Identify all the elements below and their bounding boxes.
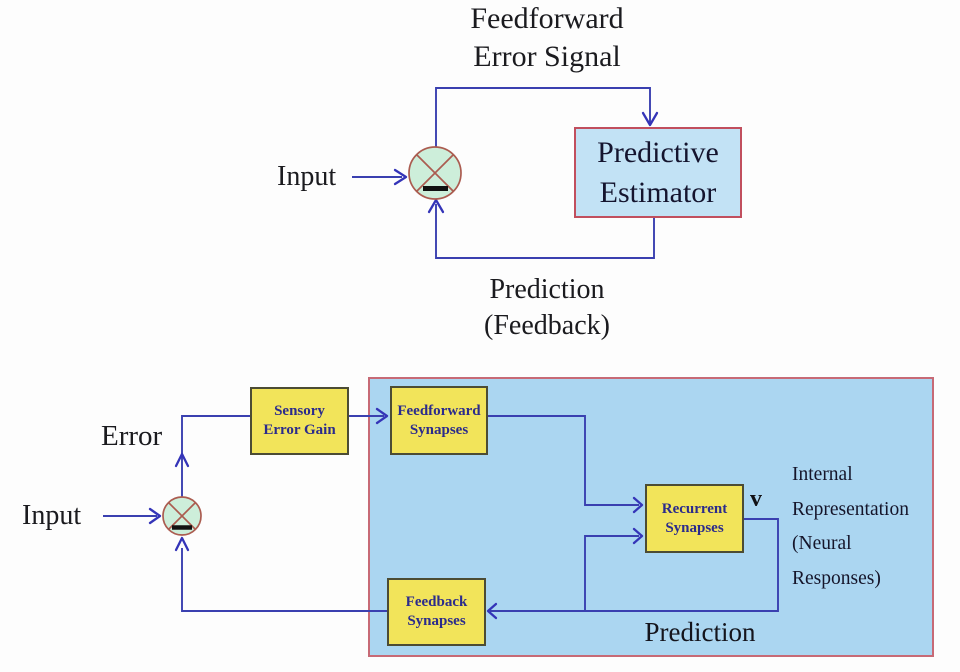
feedback-connector <box>181 548 387 612</box>
prediction-feedback-connector <box>435 204 655 259</box>
input-label-bottom: Input <box>22 500 82 531</box>
error-label: Error <box>101 420 163 452</box>
prediction-connector <box>490 518 779 612</box>
node-x-stroke <box>415 153 455 193</box>
feedforward-synapses-box: Feedforward Synapses <box>390 386 488 455</box>
ff-to-recurrent-connector <box>487 415 639 506</box>
prediction-label: Prediction <box>644 617 756 647</box>
recurrent-synapses-box: Recurrent Synapses <box>645 484 744 553</box>
arrowhead-right-icon <box>632 527 644 545</box>
prediction-feedback-label: Prediction (Feedback) <box>484 274 610 341</box>
feedforward-error-connector <box>435 87 651 147</box>
input-label-top: Input <box>277 161 337 192</box>
feedforward-error-signal-label: Feedforward Error Signal <box>470 2 624 73</box>
arrowhead-down-icon <box>641 111 659 127</box>
internal-representation-label: Internal Representation (Neural Response… <box>792 464 909 589</box>
recurrent-loop-connector <box>584 535 639 611</box>
node-x-stroke <box>167 501 197 531</box>
arrowhead-right-icon <box>375 407 389 425</box>
arrowhead-up-icon <box>174 452 190 468</box>
error-connector <box>181 415 250 497</box>
arrowhead-right-icon <box>148 507 162 525</box>
feedback-synapses-box: Feedback Synapses <box>387 578 486 646</box>
response-vector-label: v <box>750 486 762 512</box>
arrowhead-right-icon <box>393 168 408 186</box>
arrowhead-up-icon <box>427 198 445 214</box>
arrowhead-up-icon <box>174 536 190 552</box>
arrowhead-right-icon <box>632 496 644 514</box>
sensory-error-gain-box: Sensory Error Gain <box>250 387 349 455</box>
predictive-estimator-box: Predictive Estimator <box>574 127 742 218</box>
arrowhead-left-icon <box>486 602 498 620</box>
